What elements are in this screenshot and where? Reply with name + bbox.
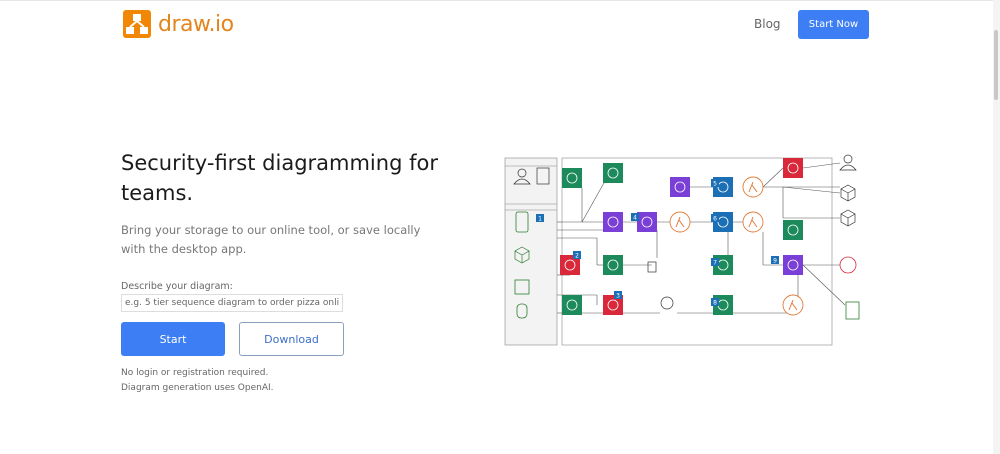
aws-service-icon	[603, 212, 623, 232]
logo-text: draw.io	[158, 11, 234, 37]
aws-service-icon	[562, 168, 582, 188]
prompt-label: Describe your diagram:	[121, 281, 233, 292]
connector-line	[782, 186, 841, 194]
service-glyph-icon	[564, 259, 576, 271]
aws-service-icon	[603, 295, 623, 315]
chip-icon	[514, 279, 530, 295]
step-badge	[573, 251, 581, 259]
step-badge-number: 6	[713, 216, 717, 223]
scrollbar[interactable]	[993, 0, 1000, 454]
download-button[interactable]: Download	[239, 322, 344, 356]
lambda-glyph	[788, 299, 798, 311]
device-grid-icon	[536, 167, 550, 185]
connector-line	[581, 180, 606, 223]
service-glyph-icon	[787, 224, 799, 236]
service-glyph-icon	[641, 216, 653, 228]
step-badge-number: 8	[713, 300, 717, 307]
users-icon	[660, 296, 674, 310]
service-glyph-icon	[607, 216, 619, 228]
aws-service-icon	[603, 255, 623, 275]
aws-service-icon	[560, 255, 580, 275]
service-glyph-icon	[787, 162, 799, 174]
page-title: Security-first diagramming for teams.	[121, 151, 438, 205]
aws-service-icon	[670, 177, 690, 197]
lambda-glyph	[748, 181, 758, 193]
aws-service-icon	[603, 163, 623, 183]
service-glyph-icon	[607, 167, 619, 179]
service-glyph-icon	[566, 172, 578, 184]
step-badge	[711, 258, 719, 266]
aws-service-icon	[562, 295, 582, 315]
cube-icon	[840, 184, 856, 202]
mobile-phone-icon	[515, 211, 529, 233]
connector-line	[802, 264, 846, 306]
logo[interactable]: draw.io	[123, 10, 234, 38]
document-icon	[845, 301, 860, 320]
step-badge-number: 3	[616, 293, 620, 300]
connector-line	[802, 162, 841, 169]
service-glyph-icon	[674, 181, 686, 193]
drawio-logo-icon	[123, 10, 151, 38]
cube-icon	[840, 209, 856, 227]
start-now-button[interactable]: Start Now	[798, 10, 869, 39]
step-badge-number: 2	[575, 253, 579, 260]
step-badge-number: 4	[633, 215, 637, 222]
step-badge	[711, 298, 719, 306]
database-icon	[516, 303, 528, 319]
step-badge-number: 7	[713, 260, 717, 267]
step-badge	[771, 256, 779, 264]
service-glyph-icon	[607, 259, 619, 271]
step-badge-number: 9	[773, 258, 777, 265]
bucket-icon	[647, 261, 657, 273]
step-badge-number: 5	[713, 181, 717, 188]
openai-note: Diagram generation uses OpenAI.	[121, 383, 274, 393]
hero-subtitle: Bring your storage to our online tool, o…	[121, 223, 421, 256]
step-badge	[631, 213, 639, 221]
service-glyph-icon	[607, 299, 619, 311]
nav-blog-link[interactable]: Blog	[754, 17, 781, 31]
lambda-glyph	[748, 216, 758, 228]
start-button[interactable]: Start	[121, 322, 225, 356]
aws-service-icon	[783, 158, 803, 178]
step-badge	[536, 214, 544, 222]
service-glyph-icon	[787, 259, 799, 271]
top-border	[0, 0, 1000, 1]
scrollbar-thumb[interactable]	[994, 30, 998, 100]
diagram-prompt-input[interactable]	[121, 294, 343, 312]
clients-panel	[504, 157, 558, 346]
globe-icon	[839, 256, 857, 274]
step-badge	[614, 291, 622, 299]
aws-service-icon	[783, 220, 803, 240]
connector-line	[762, 167, 784, 188]
step-badge	[711, 179, 719, 187]
step-badge	[711, 214, 719, 222]
lambda-glyph	[675, 216, 685, 228]
aws-architecture-diagram-image: 1 2 3 4 5 6 7 8 9	[504, 154, 860, 346]
service-glyph-icon	[566, 299, 578, 311]
step-badge-number: 1	[538, 216, 542, 223]
aws-service-icon	[783, 255, 803, 275]
user-icon-body	[513, 178, 531, 185]
aws-service-icon	[637, 212, 657, 232]
cube-icon	[514, 246, 530, 264]
user-icon-body	[839, 164, 857, 171]
user-icon	[517, 168, 527, 178]
no-login-note: No login or registration required.	[121, 368, 269, 378]
user-icon	[843, 154, 853, 164]
